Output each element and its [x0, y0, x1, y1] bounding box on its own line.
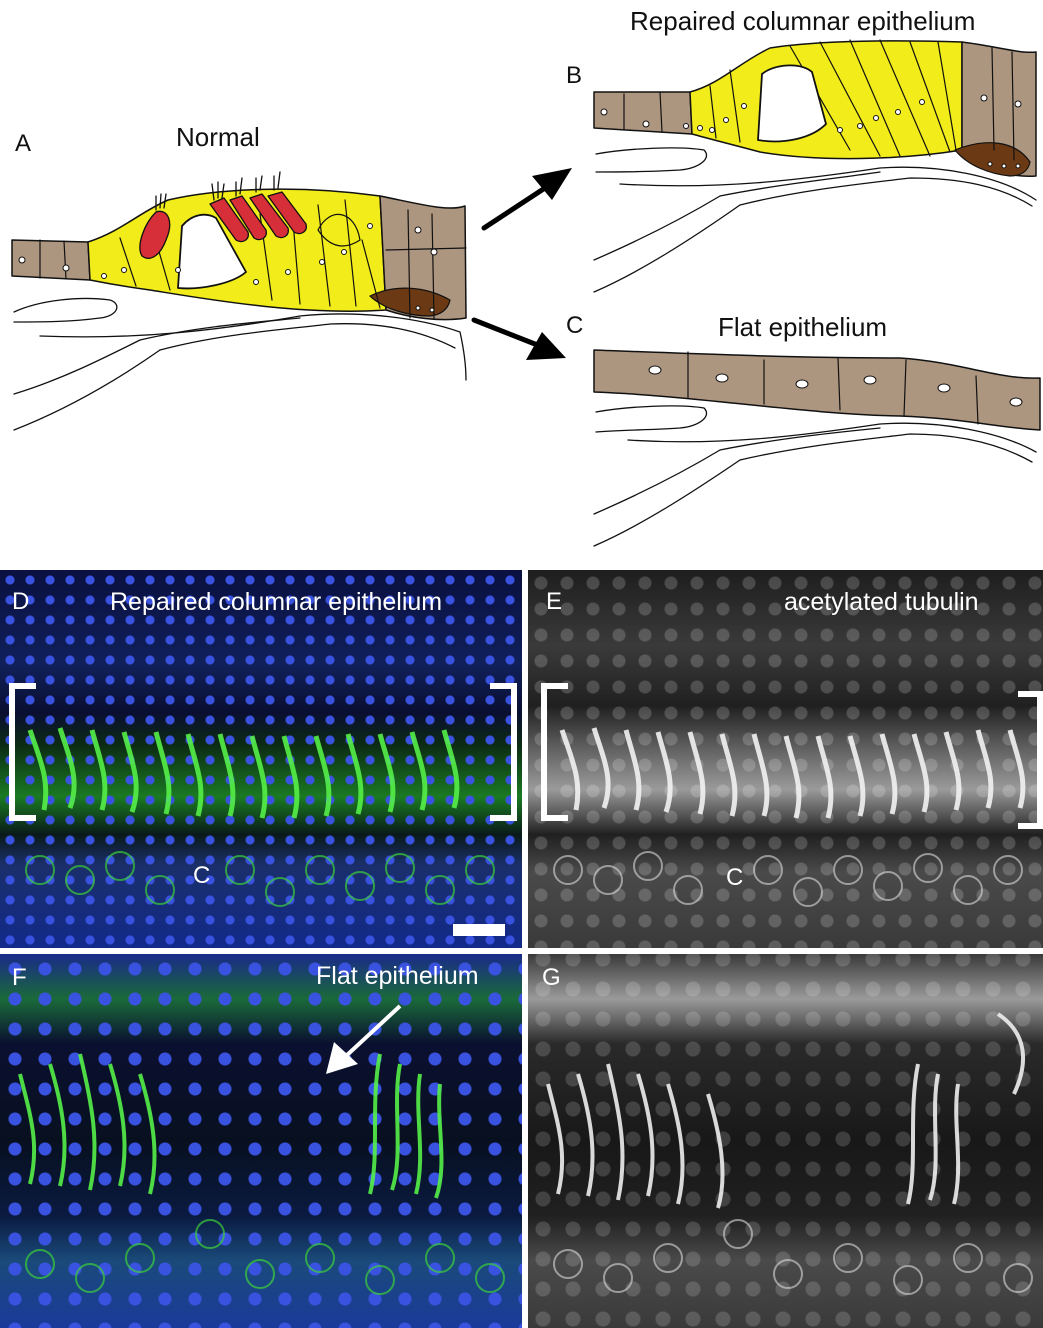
panel-a-letter: A	[15, 130, 31, 158]
basilar-membrane-outline	[14, 299, 117, 323]
left-bracket	[12, 686, 36, 818]
arrow-to-c	[474, 320, 566, 360]
panel-c-letter: C	[566, 312, 583, 340]
panel-e-region-marker: C	[726, 864, 743, 892]
panel-d-letter: D	[12, 588, 29, 616]
panel-d-micrograph: D Repaired columnar epithelium C	[0, 570, 522, 948]
panel-b-illustration	[594, 40, 1036, 292]
panel-c-illustration	[594, 350, 1040, 546]
panel-f-letter: F	[12, 964, 27, 992]
panel-a-illustration	[12, 172, 466, 430]
panel-e-micrograph: E acetylated tubulin C	[528, 570, 1043, 948]
scale-bar	[453, 924, 505, 936]
panel-g-letter: G	[542, 964, 561, 992]
panel-d-region-marker: C	[193, 862, 210, 890]
panel-g-micrograph: G	[528, 954, 1043, 1328]
flat-epithelium	[594, 350, 1040, 430]
left-bracket	[544, 686, 568, 818]
panel-f-micrograph: F Flat epithelium	[0, 954, 522, 1328]
panel-e-letter: E	[546, 588, 562, 616]
panel-e-title: acetylated tubulin	[784, 588, 979, 617]
panel-a-title: Normal	[176, 122, 260, 153]
panel-b-title: Repaired columnar epithelium	[630, 6, 975, 37]
nonsensory-epithelium-left	[594, 92, 692, 134]
flat-epithelium-arrow	[326, 1006, 400, 1074]
right-bracket	[490, 686, 514, 818]
arrow-to-b	[484, 168, 572, 228]
panel-f-title: Flat epithelium	[316, 962, 479, 991]
panel-c-title: Flat epithelium	[718, 312, 887, 343]
schematic-diagram	[0, 0, 1043, 560]
panel-d-title: Repaired columnar epithelium	[110, 588, 442, 617]
panel-b-letter: B	[566, 62, 582, 90]
